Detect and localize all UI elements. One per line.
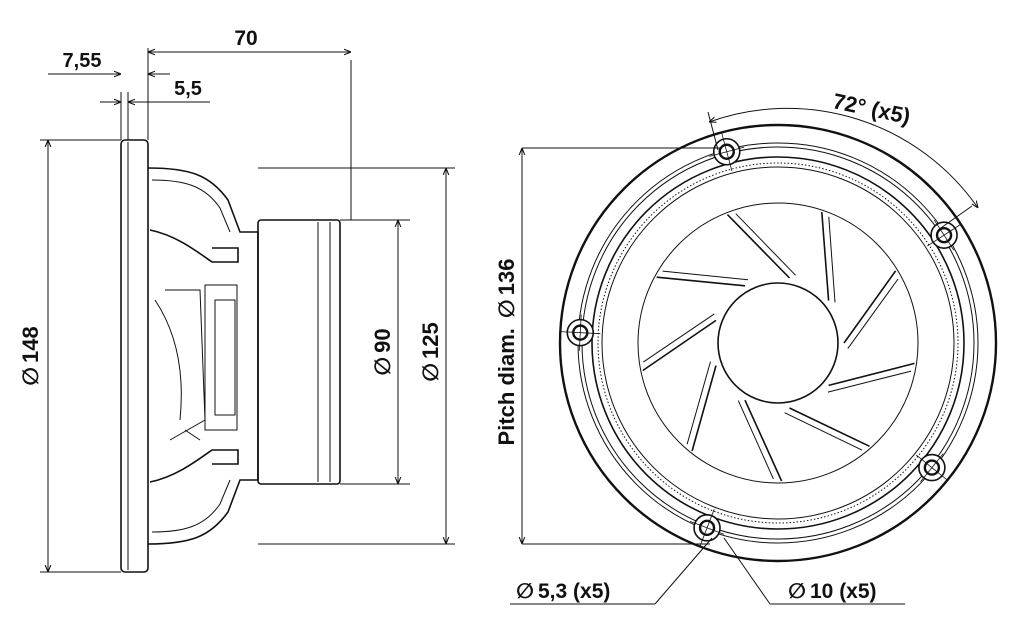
dim-flange-offset: 7,55 (63, 50, 102, 72)
svg-text:∅5,3 (x5): ∅5,3 (x5) (516, 580, 610, 603)
spoke (656, 276, 746, 287)
diameter-icon: ∅ (370, 357, 395, 376)
svg-text:Pitch diam.∅136: Pitch diam. ∅ 136 (494, 259, 519, 446)
pitch-label: Pitch diam. (494, 328, 519, 445)
angle-label: 72° (x5) (831, 88, 913, 129)
dim-flange-thickness: 5,5 (174, 78, 202, 100)
dim-depth: 70 (234, 27, 257, 50)
spoke (843, 270, 897, 344)
counterbore-diameter-label: 10 (x5) (810, 580, 877, 603)
diameter-icon: ∅ (788, 580, 806, 603)
dim-outer-diameter: 148 (18, 326, 43, 363)
basket-leg-lower (149, 449, 239, 483)
svg-text:∅10 (x5): ∅10 (x5) (788, 580, 877, 603)
mounting-holes (560, 132, 962, 547)
diameter-icon: ∅ (18, 367, 43, 386)
svg-text:∅148: ∅ 148 (18, 326, 43, 386)
spoke (642, 319, 717, 372)
mounting-hole (927, 219, 962, 251)
frame-outer-ring (558, 123, 998, 563)
svg-text:∅125: ∅ 125 (418, 322, 443, 382)
spoke (726, 214, 791, 279)
spoke (789, 407, 870, 448)
diameter-icon: ∅ (494, 299, 519, 318)
cone-outer (637, 202, 919, 484)
diameter-icon: ∅ (418, 363, 443, 382)
flange (120, 139, 149, 573)
front-view: Pitch diam.∅136 72° (x5) ∅5,3 (x5) ∅10 (… (494, 88, 998, 605)
diameter-icon: ∅ (516, 580, 534, 603)
basket-leg-upper (149, 229, 239, 263)
mounting-hole (916, 453, 948, 482)
dim-basket-diameter: 125 (418, 322, 443, 359)
dim-magnet-diameter: 90 (370, 328, 395, 352)
basket-spokes (642, 212, 915, 482)
spoke (744, 399, 783, 482)
spoke (821, 212, 830, 301)
side-view: 70 7,55 5,5 ∅ 148 ∅ 90 ∅ 125 (18, 27, 455, 573)
pitch-value: 136 (494, 259, 519, 296)
mounting-hole (560, 314, 601, 351)
spoke (691, 365, 717, 452)
dust-cap (717, 282, 839, 404)
svg-text:∅90: ∅ 90 (370, 328, 395, 375)
magnet (257, 219, 341, 485)
hole-diameter-label: 5,3 (x5) (538, 580, 610, 603)
mounting-hole (690, 509, 724, 547)
spoke (828, 362, 915, 387)
